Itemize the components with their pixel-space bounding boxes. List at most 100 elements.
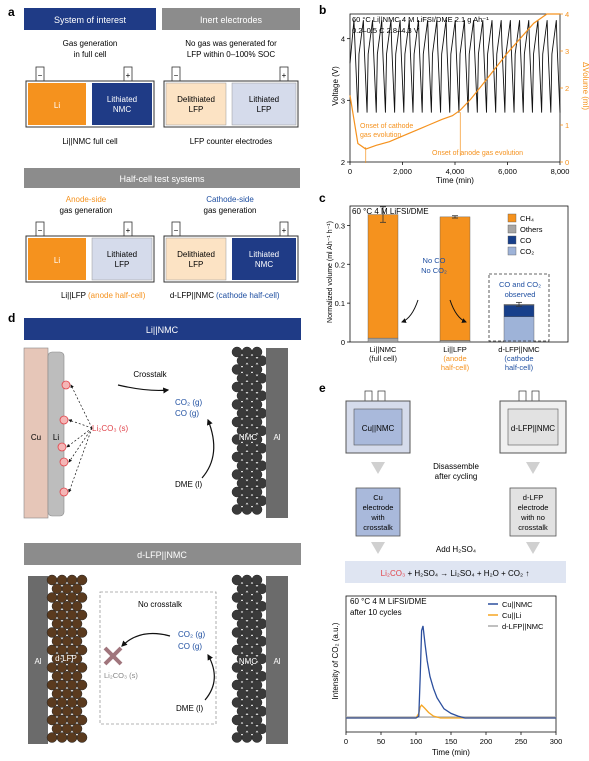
system-of-interest-label: System of interest [54,15,127,25]
delithiated-label: Delithiated [177,95,215,104]
li-label: Li [53,433,59,442]
gas-generation-text: Gas generation [63,39,118,48]
nmc-particle [256,495,268,506]
nmc-particle [236,688,248,699]
nmc-particle [231,732,243,743]
nmc-particle [246,495,258,506]
x-tick-label: 200 [480,737,493,746]
nmc-particle [256,373,268,384]
lfp-particle [76,592,88,603]
nmc-particle [251,399,263,410]
down-arrow-icon [526,542,540,554]
cell-caption: Li||NMC full cell [62,137,118,146]
panel-label-a: a [8,5,15,19]
x-tick-label: 6,000 [498,167,517,176]
nmc-particle [236,408,248,419]
nmc-particle [256,390,268,401]
lfp-label: LFP [115,260,130,269]
plus-sign: + [126,226,131,235]
panel-label-c: c [319,191,326,205]
nmc-particle [241,592,253,603]
terminal [531,390,540,402]
nmc-particle [236,723,248,734]
lfp-particle [51,706,63,717]
nmc-particle [246,706,258,717]
lfp-particle [46,697,58,708]
arrow-to-bar [401,299,419,323]
dashed-arrow [66,427,93,448]
nmc-particle [241,451,253,463]
crosstalk-label: Crosstalk [133,370,167,379]
system-of-interest-bar [24,8,156,30]
lfp-particle [56,679,68,691]
nmc-particle [251,469,263,480]
nmc-label: NMC [113,105,131,114]
lfp-particle [76,627,88,638]
bar-segment [503,304,535,317]
bar-segment [439,340,471,343]
lfp-particle [51,618,63,629]
legend-label: Others [520,225,543,234]
nmc-particle [251,627,263,638]
y2-tick-label: 0 [565,158,569,167]
lfp-particle [66,627,78,638]
cu-electrode [23,347,49,519]
nmc-particle [251,486,263,498]
lithiated-label: Lithiated [107,250,137,259]
nmc-particle [236,583,248,594]
dashed-arrow [68,427,93,463]
lfp-particle [46,662,58,673]
lfp-particle [46,574,58,586]
lfp-particle [76,662,88,673]
nmc-particle [231,627,243,638]
nmc-particle [241,644,253,656]
nmc-particle [231,574,243,586]
nmc-particle [231,364,243,375]
dashed-arrow [68,427,93,493]
chart-b-subtitle: 0.2–0.5 C 2.8–4.3 V [352,26,419,35]
panel-label-d: d [8,311,15,325]
nmc-particle [251,592,263,603]
blocked-arrow [121,633,171,647]
lfp-particle [56,574,68,586]
minus-sign: − [174,71,179,80]
lfp-particle [71,671,83,682]
nmc-particle [231,697,243,708]
x-tick-label: 2,000 [393,167,412,176]
nmc-particle [241,714,253,726]
nmc-particle [251,714,263,726]
legend-label: CO₂ [520,247,534,256]
li2co3-label: Li₂CO₃ (s) [104,671,138,680]
down-arrow-icon [371,542,385,554]
delithiated-lfp-electrode [165,237,227,281]
lfp-particle [76,644,88,656]
nmc-particles [231,346,268,515]
nmc-particle [236,390,248,401]
nmc-particle [256,443,268,454]
nmc-label: NMC [239,433,257,442]
delithiated-lfp-electrode [165,82,227,126]
lithiated-label: Lithiated [249,250,279,259]
nmc-particle [236,373,248,384]
chart-e-title: 60 °C 4 M LiFSI/DME [350,597,427,606]
lfp-particle [66,679,78,691]
nmc-particle [236,618,248,629]
nmc-particle [236,460,248,471]
inert-electrodes-bar [162,8,300,30]
nmc-particle [256,460,268,471]
annotation-cathode: Onset of cathode [360,123,413,130]
lithiated-nmc-electrode [232,238,296,280]
nmc-particle [251,697,263,708]
nmc-particle [236,495,248,506]
in-full-cell-text: in full cell [74,50,107,59]
lfp-particle [56,714,68,726]
nmc-particle [231,609,243,621]
nmc-particle [246,601,258,612]
delithiated-label: Delithiated [177,250,215,259]
lfp-particle [56,592,68,603]
lfp-particle [56,662,68,673]
lfp-particle [46,609,58,621]
al-current-collector [266,348,288,518]
nmc-particle [256,583,268,594]
anode-side-text: Anode-side [66,195,107,204]
